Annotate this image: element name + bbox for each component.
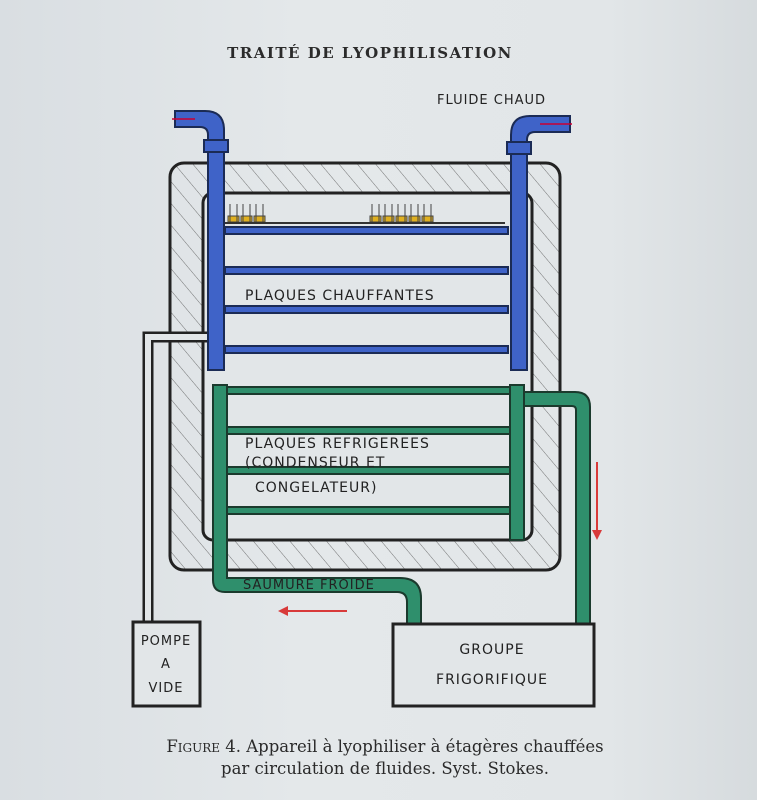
label-unit-1: GROUPE (459, 642, 524, 658)
label-cold-brine: SAUMURE FROIDE (243, 578, 375, 593)
vacuum-pump-box (131, 620, 202, 708)
flow-arrow-left (278, 606, 347, 616)
label-condenser: (CONDENSEUR ET (245, 455, 385, 471)
flow-arrow-down (592, 462, 602, 540)
label-hot-fluid: FLUIDE CHAUD (437, 93, 546, 108)
label-heating-plates: PLAQUES CHAUFFANTES (245, 288, 435, 304)
label-pump-3: VIDE (149, 681, 184, 696)
hot-fluid-circuit (174, 110, 571, 371)
figure-caption-line2: par circulation de fluides. Syst. Stokes… (221, 759, 549, 778)
label-pump-1: POMPE (141, 634, 191, 649)
caption-text-1: Appareil à lyophiliser à étagères chauff… (246, 737, 604, 756)
figure-label: Figure 4. (166, 737, 242, 756)
label-unit-2: FRIGORIFIQUE (436, 672, 548, 688)
figure-caption-line1: Figure 4. Appareil à lyophiliser à étagè… (120, 737, 650, 756)
refrigeration-unit-box (391, 622, 596, 708)
label-freezer: CONGELATEUR) (255, 480, 377, 496)
page-header: TRAITÉ DE LYOPHILISATION (227, 44, 513, 62)
cold-brine-circuit (212, 384, 591, 625)
label-refrigerated-plates: PLAQUES REFRIGEREES (245, 436, 430, 452)
vacuum-chamber (201, 191, 534, 542)
product-vials (225, 204, 505, 224)
label-pump-2: A (161, 657, 171, 672)
